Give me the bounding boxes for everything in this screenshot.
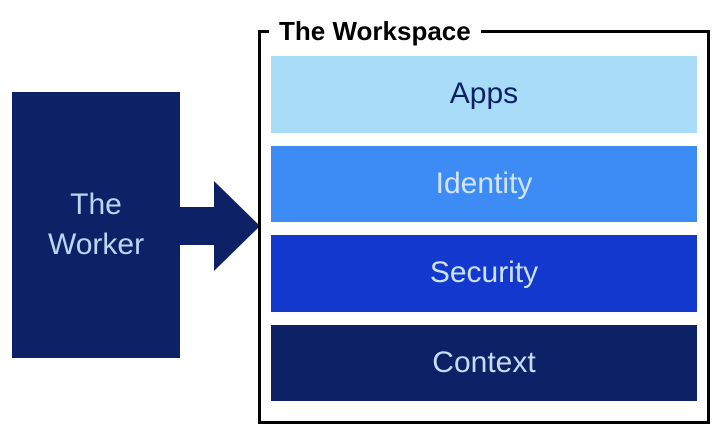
layer-apps: Apps [271,56,697,133]
workspace-box: The Workspace Apps Identity Security Con… [258,15,710,424]
layer-identity: Identity [271,145,697,222]
layer-apps-label: Apps [449,77,519,111]
arrow-right-icon [180,207,216,245]
worker-label: The Worker [48,185,144,265]
layer-context: Context [271,324,697,401]
worker-label-line-2: Worker [47,228,145,261]
arrow-right-icon-head [214,181,260,271]
layer-identity-label: Identity [435,166,533,200]
worker-label-line-1: The [70,188,122,221]
workspace-title: The Workspace [269,15,481,47]
workspace-layers: Apps Identity Security Context [261,33,707,421]
layer-security-label: Security [429,256,539,290]
layer-security: Security [271,235,697,312]
layer-context-label: Context [432,345,536,379]
worker-box: The Worker [12,92,180,358]
